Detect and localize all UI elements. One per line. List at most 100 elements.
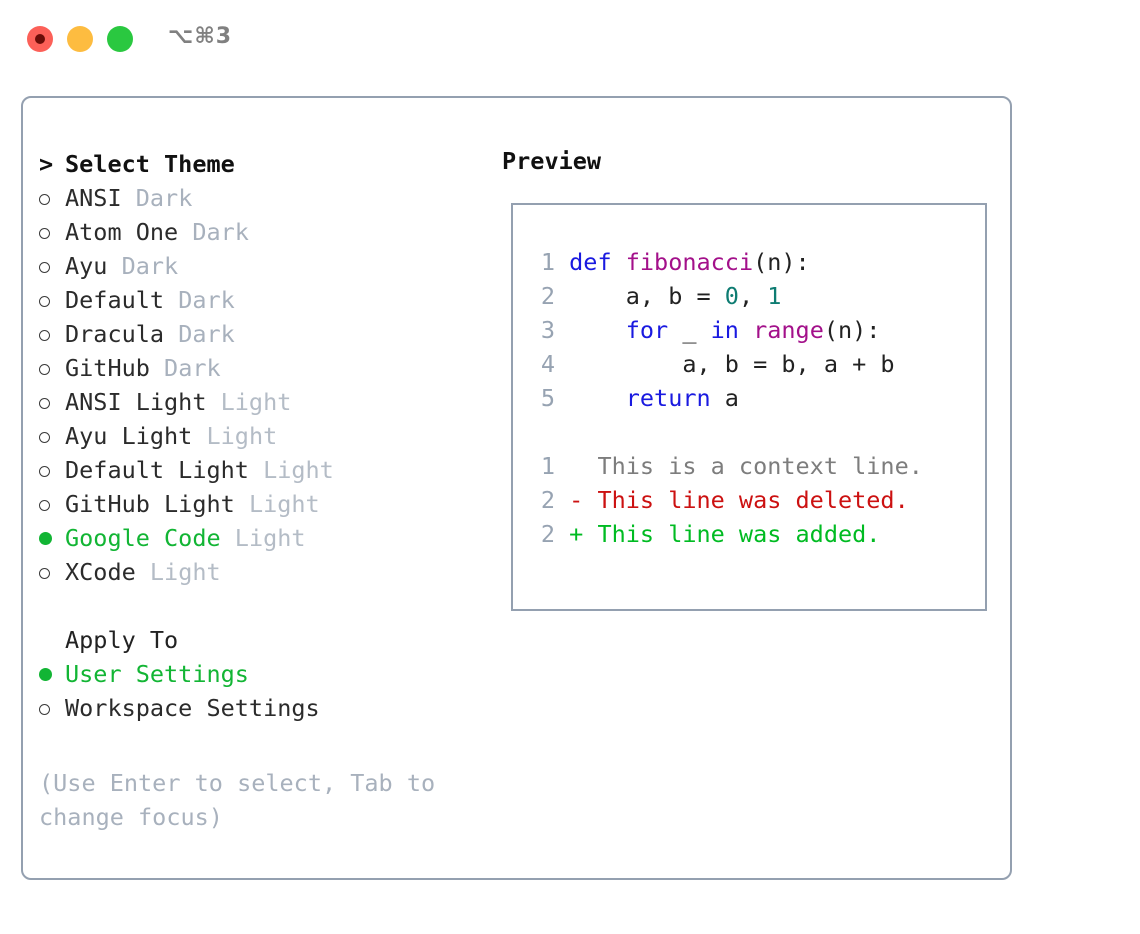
radio-selected-icon <box>39 668 52 681</box>
code-line: 5 return a <box>529 381 923 415</box>
diff-line: 2 - This line was deleted. <box>529 483 923 517</box>
apply-to-option[interactable]: Workspace Settings <box>39 691 499 725</box>
theme-option[interactable]: ANSI Dark <box>39 181 499 215</box>
radio-marker <box>39 487 65 521</box>
theme-option-kind: Light <box>220 388 292 416</box>
code-token <box>569 384 626 412</box>
theme-option-label: Atom One <box>65 218 179 246</box>
code-blank-line <box>529 415 923 449</box>
code-token: def <box>569 248 612 276</box>
diff-text: This is a context line. <box>597 452 923 480</box>
theme-option-label: Default Light <box>65 456 249 484</box>
theme-option[interactable]: Default Light Light <box>39 453 499 487</box>
code-token: for <box>625 316 669 344</box>
theme-option-label: XCode <box>65 558 136 586</box>
code-token: a, b = b, a + b <box>569 350 895 378</box>
radio-marker <box>39 453 65 487</box>
theme-list-header-label: Select Theme <box>65 150 235 178</box>
theme-option-kind: Dark <box>192 218 249 246</box>
radio-unselected-icon <box>39 228 50 239</box>
theme-option[interactable]: Dracula Dark <box>39 317 499 351</box>
line-number: 3 <box>540 316 555 344</box>
radio-unselected-icon <box>39 568 50 579</box>
theme-option-label: Default <box>65 286 165 314</box>
theme-option[interactable]: GitHub Light Light <box>39 487 499 521</box>
theme-option-kind: Light <box>149 558 221 586</box>
theme-list-header: > Select Theme <box>39 147 499 181</box>
maximize-button[interactable] <box>107 26 133 52</box>
radio-unselected-icon <box>39 466 50 477</box>
radio-marker <box>39 657 65 691</box>
theme-option[interactable]: Ayu Light Light <box>39 419 499 453</box>
keyboard-hint: (Use Enter to select, Tab to change focu… <box>39 769 436 831</box>
line-number: 5 <box>540 384 555 412</box>
radio-marker <box>39 691 65 725</box>
radio-marker <box>39 215 65 249</box>
theme-option-label: Ayu Light <box>65 422 193 450</box>
theme-option[interactable]: Ayu Dark <box>39 249 499 283</box>
apply-to-option[interactable]: User Settings <box>39 657 499 691</box>
code-token <box>739 316 753 344</box>
radio-unselected-icon <box>39 330 50 341</box>
line-number: 2 <box>540 282 555 310</box>
theme-option[interactable]: Atom One Dark <box>39 215 499 249</box>
radio-unselected-icon <box>39 296 50 307</box>
preview-title: Preview <box>502 147 602 175</box>
radio-unselected-icon <box>39 704 50 715</box>
theme-option[interactable]: Google Code Light <box>39 521 499 555</box>
apply-to-header: Apply To <box>65 626 179 654</box>
radio-unselected-icon <box>39 398 50 409</box>
caret-icon: > <box>39 150 54 178</box>
code-token: a <box>710 384 739 412</box>
radio-marker <box>39 317 65 351</box>
code-token: (n): <box>823 316 881 344</box>
theme-option-label: ANSI <box>65 184 122 212</box>
theme-option[interactable]: XCode Light <box>39 555 499 589</box>
theme-option-kind: Light <box>206 422 278 450</box>
theme-option-label: ANSI Light <box>65 388 207 416</box>
theme-option[interactable]: GitHub Dark <box>39 351 499 385</box>
close-icon <box>35 34 45 44</box>
theme-option-kind: Light <box>234 524 306 552</box>
theme-option-kind: Dark <box>135 184 193 212</box>
diff-sign: + <box>569 520 598 548</box>
code-token <box>569 316 626 344</box>
theme-option[interactable]: Default Dark <box>39 283 499 317</box>
diff-line: 1 This is a context line. <box>529 449 923 483</box>
theme-option-kind: Dark <box>178 320 235 348</box>
code-token: , <box>738 282 768 310</box>
code-token: 0 <box>724 282 739 310</box>
code-token: a, b = <box>569 282 725 310</box>
diff-sign: - <box>569 486 598 514</box>
code-token: (n): <box>753 248 810 276</box>
line-number: 2 <box>540 486 555 514</box>
diff-line: 2 + This line was added. <box>529 517 923 551</box>
code-token: range <box>753 316 824 344</box>
radio-marker <box>39 351 65 385</box>
code-token: fibonacci <box>625 248 754 276</box>
theme-option-kind: Light <box>248 490 320 518</box>
theme-option-kind: Light <box>263 456 334 484</box>
radio-marker <box>39 181 65 215</box>
code-line: 4 a, b = b, a + b <box>529 347 923 381</box>
theme-option-label: GitHub Light <box>65 490 235 518</box>
theme-option[interactable]: ANSI Light Light <box>39 385 499 419</box>
radio-selected-icon <box>39 532 52 545</box>
code-token: in <box>710 316 739 344</box>
code-token: _ <box>668 316 711 344</box>
theme-option-label: GitHub <box>65 354 150 382</box>
code-token: 1 <box>767 282 782 310</box>
theme-option-kind: Dark <box>121 252 179 280</box>
radio-unselected-icon <box>39 432 50 443</box>
minimize-button[interactable] <box>67 26 93 52</box>
code-line: 1 def fibonacci(n): <box>529 245 923 279</box>
theme-option-label: Google Code <box>65 524 221 552</box>
diff-sign <box>569 452 597 480</box>
